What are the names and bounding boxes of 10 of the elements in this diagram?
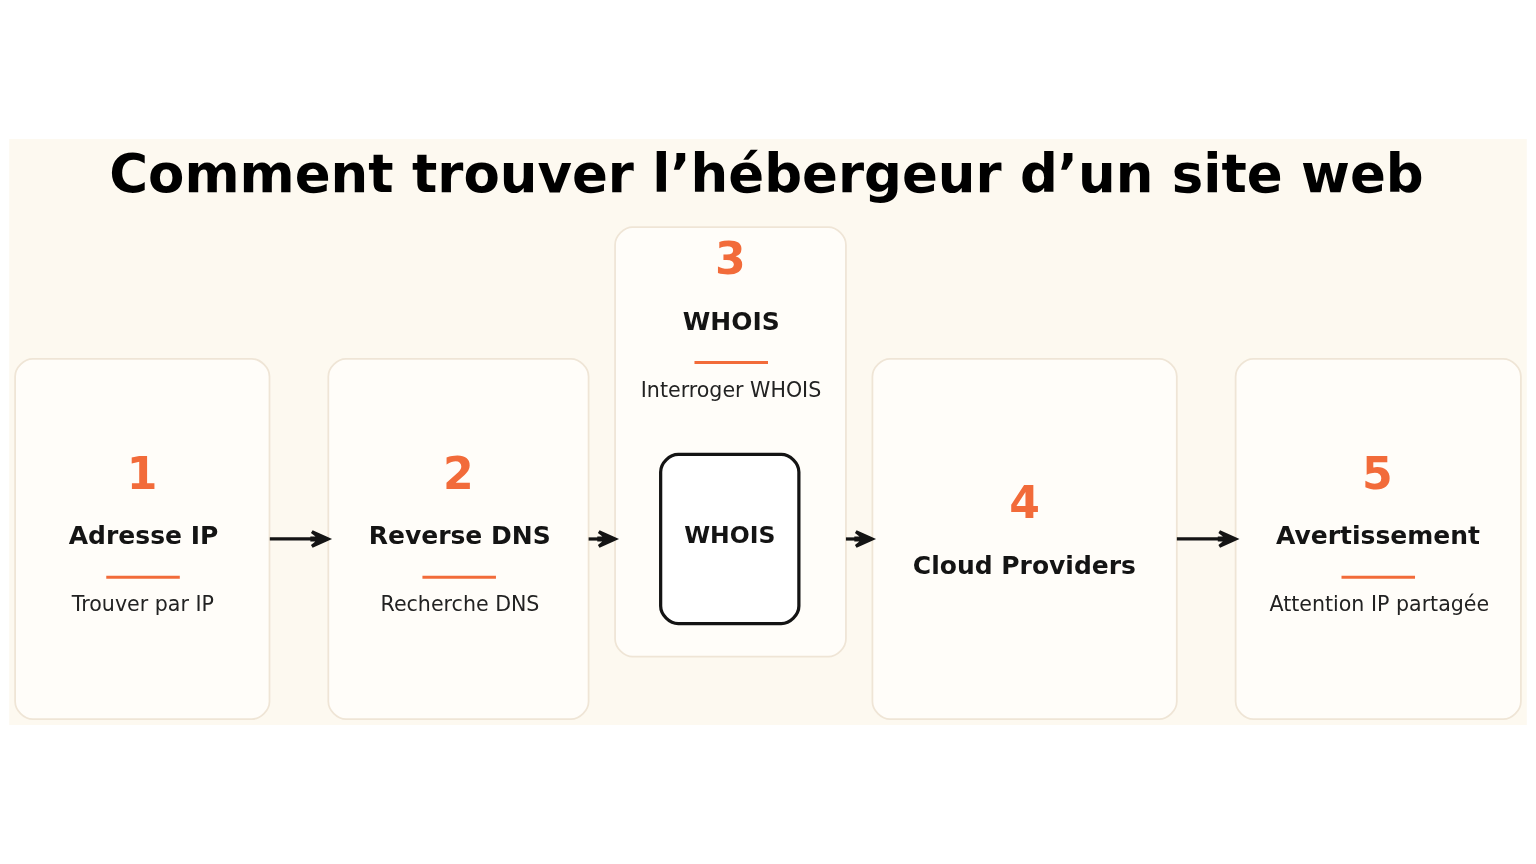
arrow bbox=[269, 530, 330, 548]
node-box: 4 Cloud Providers bbox=[871, 357, 1178, 720]
node-box: WHOIS bbox=[659, 452, 801, 626]
node-box: 1 Adresse IP Trouver par IP bbox=[14, 357, 271, 720]
diagram-title: Comment trouver l’hébergeur d’un site web bbox=[109, 142, 1424, 204]
arrow bbox=[845, 530, 874, 548]
arrow bbox=[588, 530, 617, 548]
node-box: 5 Avertissement Attention IP partagée bbox=[1234, 357, 1522, 720]
node-box: 2 Reverse DNS Recherche DNS bbox=[327, 357, 590, 720]
arrow bbox=[1176, 530, 1238, 548]
